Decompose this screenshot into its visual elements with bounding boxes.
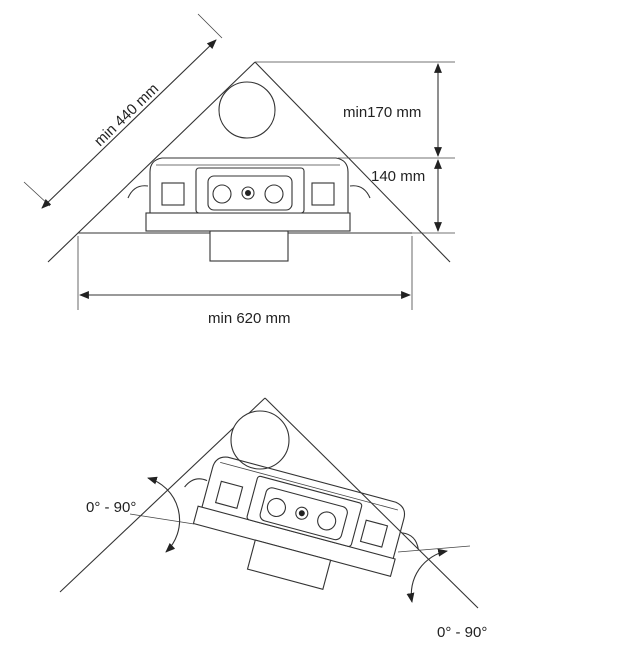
- dim-diagonal-line: [41, 39, 217, 209]
- flue-circle: [218, 81, 276, 139]
- angle-left-arc: [147, 476, 181, 553]
- appliance-rotated: [184, 456, 419, 590]
- ext-line-b: [23, 181, 51, 207]
- wall-right: [254, 61, 451, 263]
- angle-left-label: 0° - 90°: [86, 499, 136, 516]
- angle-right-label: 0° - 90°: [437, 624, 487, 641]
- appliance-top: [127, 157, 371, 262]
- dim-height-upper-label: min170 mm: [343, 104, 421, 121]
- angle-right-ref: [397, 545, 471, 553]
- dim-height-lower-label: 140 mm: [371, 168, 425, 185]
- bottom-view: 0° - 90° 0° - 90°: [59, 397, 487, 641]
- top-view: min 440 mm min170 mm 140 mm min 620 mm: [23, 13, 455, 327]
- dim-diagonal-label: min 440 mm: [91, 80, 162, 150]
- dim-width-label: min 620 mm: [208, 310, 291, 327]
- flue-circle-2: [230, 410, 290, 470]
- angle-right-arc: [406, 548, 448, 603]
- ext-line-a: [197, 13, 223, 39]
- angle-left-ref: [129, 513, 195, 525]
